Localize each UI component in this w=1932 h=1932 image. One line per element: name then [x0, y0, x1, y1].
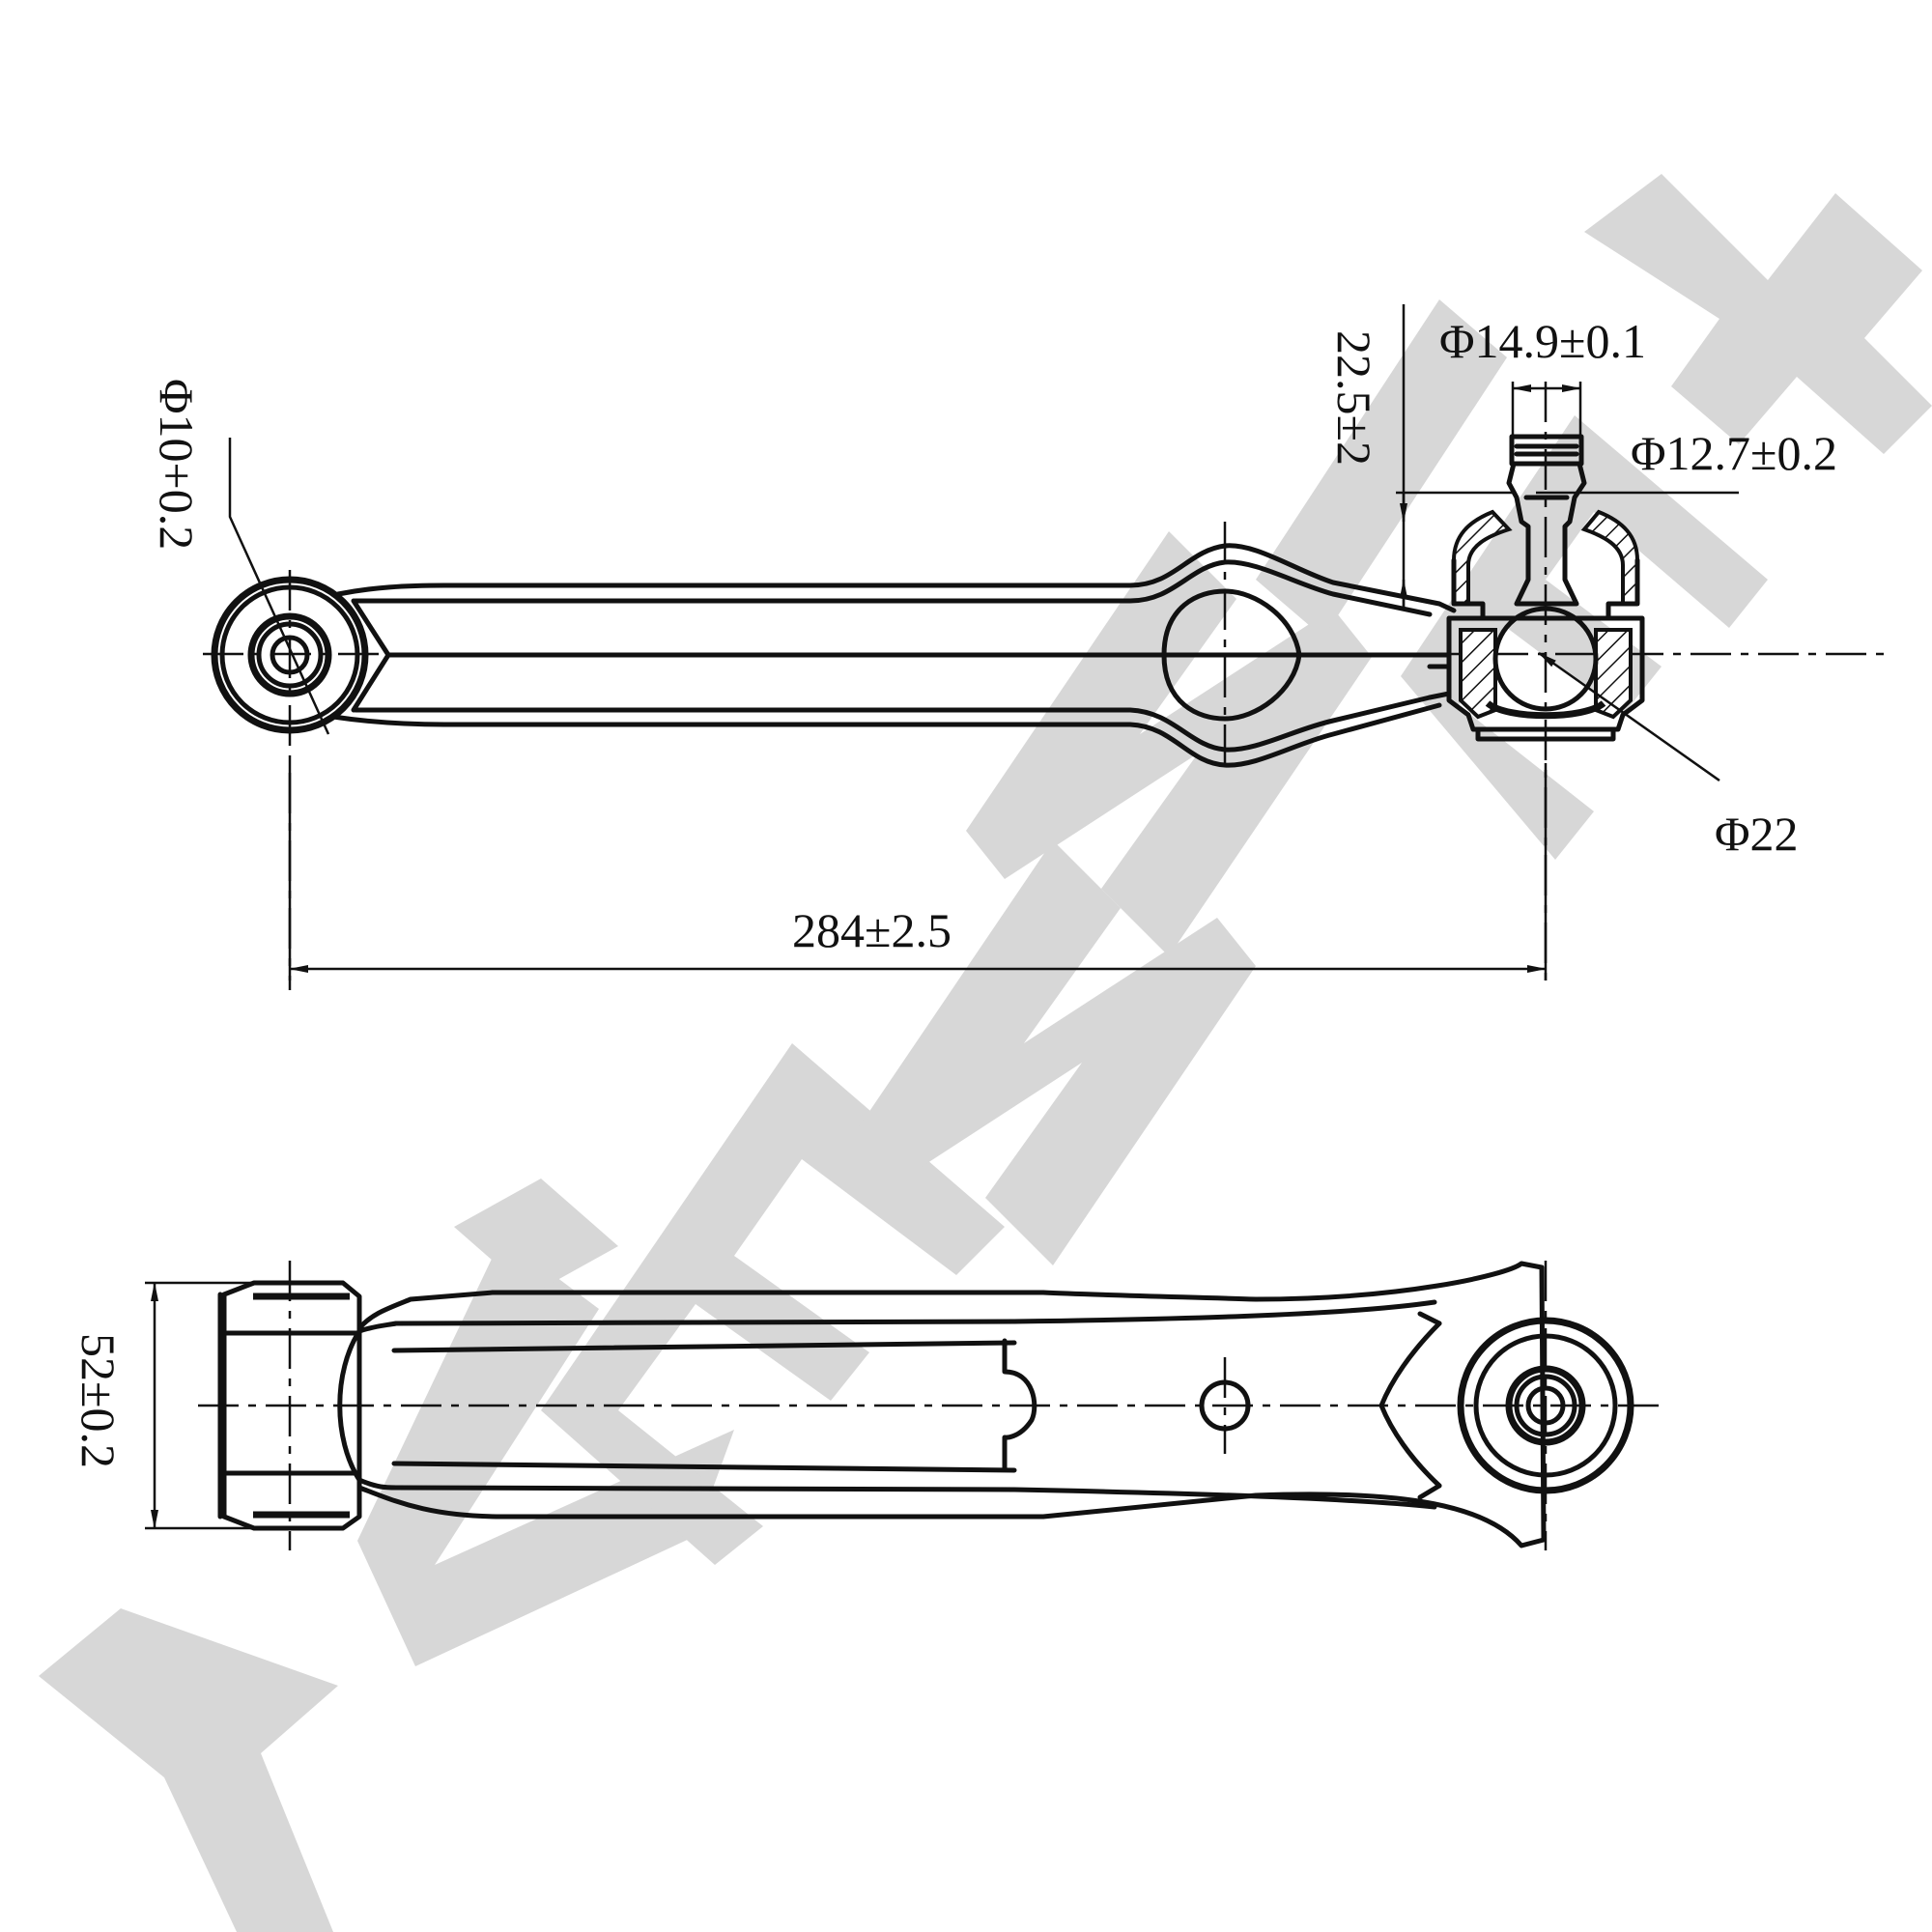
top-view [203, 304, 1893, 990]
housing-wall-left [1459, 628, 1497, 720]
left-bushing-side [217, 1280, 362, 1531]
side-view [145, 1261, 1666, 1550]
stud-diameter-top-label: Φ14.9±0.1 [1439, 314, 1646, 368]
ball-diameter-label: Φ22 [1715, 807, 1799, 861]
side-arm-notch [1002, 1338, 1037, 1471]
ball-stud-head [1492, 606, 1599, 712]
middle-hole [1161, 588, 1302, 722]
side-arm-flanges [391, 1340, 1017, 1473]
housing-wall-right [1594, 628, 1633, 720]
center-distance-label: 284±2.5 [792, 903, 952, 957]
stud-shank [1506, 461, 1587, 607]
right-bushing-eye [1457, 1317, 1634, 1494]
ball-housing [1446, 615, 1645, 732]
arm-outline-inner-top [353, 559, 1433, 617]
side-arm-inner-top [356, 1299, 1437, 1334]
watermark-logo [39, 174, 1932, 1932]
arm-outline-inner-bottom [353, 695, 1433, 753]
ball-diameter-leader [1538, 651, 1720, 782]
side-arm-hole [1199, 1379, 1251, 1432]
side-arm-inner-bottom [356, 1477, 1437, 1510]
stud-height-label: 22.5±2 [1327, 330, 1381, 466]
side-arm-fork [1378, 1321, 1442, 1489]
arm-outline-top [335, 543, 1457, 613]
side-arm-left-cap [337, 1328, 362, 1483]
stud-diameter-neck-label: Φ12.7±0.2 [1631, 426, 1837, 480]
ball-joint-section [1446, 434, 1720, 782]
side-arm-outline [356, 1261, 1547, 1548]
stud-thread-top [1509, 434, 1584, 467]
arm-outline-bottom [330, 702, 1442, 768]
left-bushing-eye [211, 576, 369, 734]
bush-width-label: 52±0.2 [71, 1333, 126, 1468]
pin-bore-label: Φ10+0.2 [150, 379, 204, 550]
pin-bore-leader [228, 438, 330, 735]
